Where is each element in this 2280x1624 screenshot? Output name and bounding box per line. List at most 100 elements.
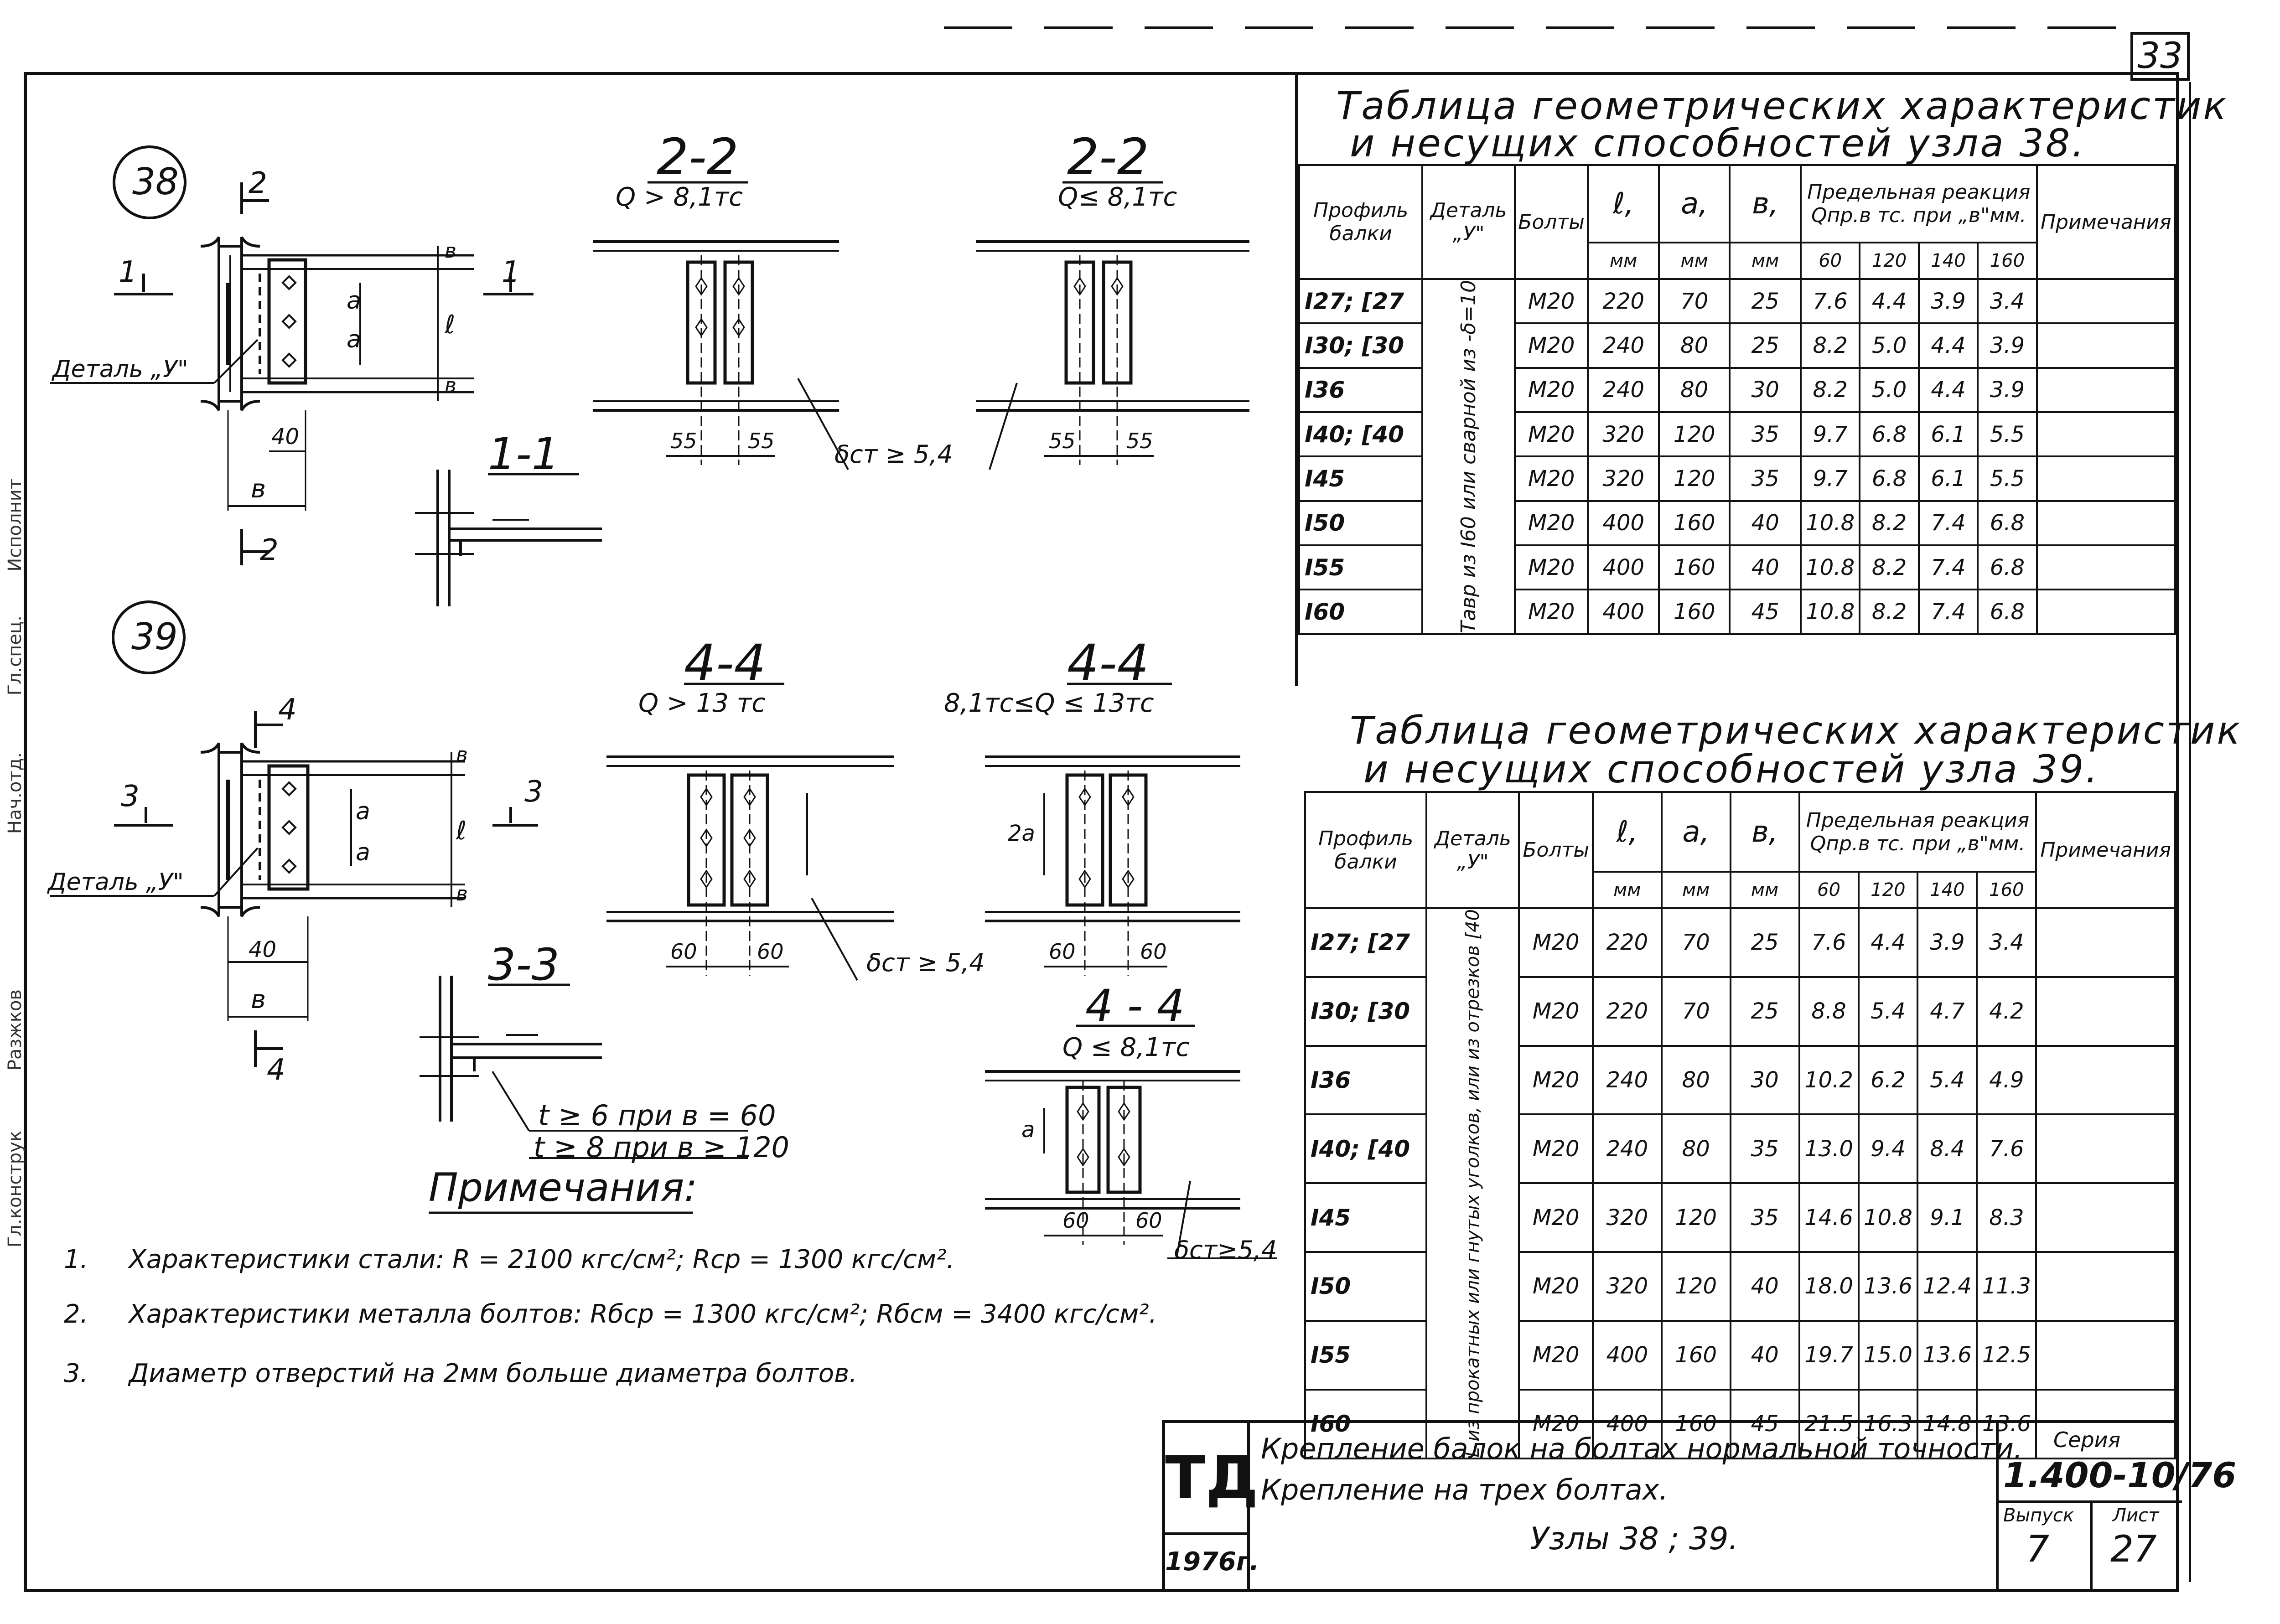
section-title: 3-3	[488, 939, 560, 990]
note-number: 2.	[64, 1299, 88, 1329]
cell: 7.4	[1917, 589, 1979, 635]
cell: 70	[1660, 976, 1731, 1047]
header-b-160: 160	[1976, 871, 2037, 909]
cell: 8.3	[1976, 1182, 2037, 1253]
sheet-label: Лист	[2113, 1505, 2159, 1526]
dim-label: 60	[1049, 939, 1076, 964]
dim-label: в	[251, 985, 266, 1014]
cell: 320	[1591, 1251, 1663, 1322]
title-block: ТД 1976г. Крепление балок на болтах норм…	[1162, 1420, 2236, 1589]
cell: 13.6	[1857, 1251, 1919, 1322]
cell: М20	[1518, 1319, 1594, 1391]
cell: 320	[1591, 1182, 1663, 1253]
cell: 8.2	[1859, 500, 1920, 547]
dim-label: a	[1021, 1117, 1035, 1143]
cell-profile: I40; [40	[1298, 411, 1424, 458]
cell: 5.0	[1859, 367, 1920, 414]
cell: 25	[1729, 278, 1802, 325]
cell: 35	[1729, 455, 1802, 502]
dim-label: a	[356, 798, 370, 825]
cell: 3.9	[1917, 907, 1978, 978]
cell-note	[2036, 411, 2176, 458]
cell: 7.6	[1798, 907, 1860, 978]
cell: М20	[1518, 1251, 1594, 1322]
cell: 160	[1658, 589, 1731, 635]
web-thickness-label: δст≥5,4	[1174, 1236, 1277, 1264]
section-4-4-c	[985, 1070, 1277, 1259]
cell: 3.9	[1977, 367, 2038, 414]
cell: 120	[1660, 1251, 1731, 1322]
table-39-title: Таблица геометрических характеристик	[1350, 708, 2242, 753]
unit-mm: мм	[1591, 871, 1663, 909]
header-b-60: 60	[1799, 242, 1861, 280]
cut-label: 2	[260, 533, 279, 567]
cell: 25	[1729, 907, 1800, 978]
section-condition: Q ≤ 8,1тс	[1062, 1033, 1190, 1062]
cell: 6.8	[1859, 411, 1920, 458]
dim-label: 60	[757, 939, 784, 964]
year: 1976г.	[1165, 1535, 1259, 1589]
table-row: I27; [27 Тавр из I60 или сварной из -δ=1…	[1298, 278, 2176, 635]
cell: 3.9	[1977, 322, 2038, 369]
dim-label: 55	[748, 429, 775, 453]
note-item: 1. Характеристики стали: R = 2100 кгс/см…	[64, 1245, 954, 1274]
cell: 40	[1729, 1319, 1800, 1391]
cell: 6.8	[1859, 455, 1920, 502]
unit-mm: мм	[1658, 242, 1731, 280]
header-profile: Профиль балки	[1304, 791, 1428, 909]
cell: 5.5	[1977, 411, 2038, 458]
cell-note	[2036, 367, 2176, 414]
section-4-4-b	[985, 755, 1240, 976]
cell-note	[2036, 322, 2176, 369]
cell-note	[2036, 589, 2176, 635]
cell: 240	[1591, 1113, 1663, 1184]
header-b: в,	[1729, 164, 1802, 243]
detail-label: Деталь „У"	[48, 869, 184, 896]
cell: 21.5	[1798, 1388, 1860, 1459]
cell-note	[2036, 455, 2176, 502]
cell: М20	[1518, 907, 1594, 978]
cell: М20	[1518, 1388, 1594, 1459]
cell: 10.8	[1857, 1182, 1919, 1253]
header-b-60: 60	[1798, 871, 1860, 909]
cell-note	[2035, 1182, 2176, 1253]
cell: 11.3	[1976, 1251, 2037, 1322]
cell: 70	[1658, 278, 1731, 325]
header-detail: Деталь „У"	[1421, 164, 1516, 280]
node-38-circle	[113, 145, 187, 219]
cell: М20	[1518, 1045, 1594, 1116]
cell: 5.0	[1859, 322, 1920, 369]
cell: 7.4	[1917, 500, 1979, 547]
title-line-2: Крепление на трех болтах.	[1261, 1473, 1669, 1506]
section-1-1	[415, 470, 602, 606]
plate-thickness-note: t ≥ 8 при в ≥ 120	[534, 1131, 789, 1164]
cell: 4.7	[1917, 976, 1978, 1047]
notes-heading: Примечания:	[429, 1165, 698, 1210]
node-38-plan	[50, 182, 534, 565]
header-a: а,	[1660, 791, 1731, 873]
dim-label: 55	[670, 429, 697, 453]
note-text: Характеристики металла болтов: Rбср = 13…	[129, 1299, 1157, 1329]
cell-profile: I60	[1298, 589, 1424, 635]
cell: 240	[1587, 322, 1660, 369]
cell: 6.2	[1857, 1045, 1919, 1116]
cell: 40	[1729, 1251, 1800, 1322]
cell-note	[2036, 544, 2176, 591]
cell-note	[2035, 1388, 2176, 1459]
cell: 12.5	[1976, 1319, 2037, 1391]
cell: 400	[1587, 589, 1660, 635]
table-39-subtitle: и несущих способностей узла 39.	[1363, 747, 2100, 791]
cell: 14.6	[1798, 1182, 1860, 1253]
cell: 3.4	[1976, 907, 2037, 978]
cell: 120	[1660, 1182, 1731, 1253]
table-38-title: Таблица геометрических характеристик	[1336, 83, 2228, 128]
cell: 220	[1591, 907, 1663, 978]
cell-profile: I36	[1304, 1045, 1428, 1116]
